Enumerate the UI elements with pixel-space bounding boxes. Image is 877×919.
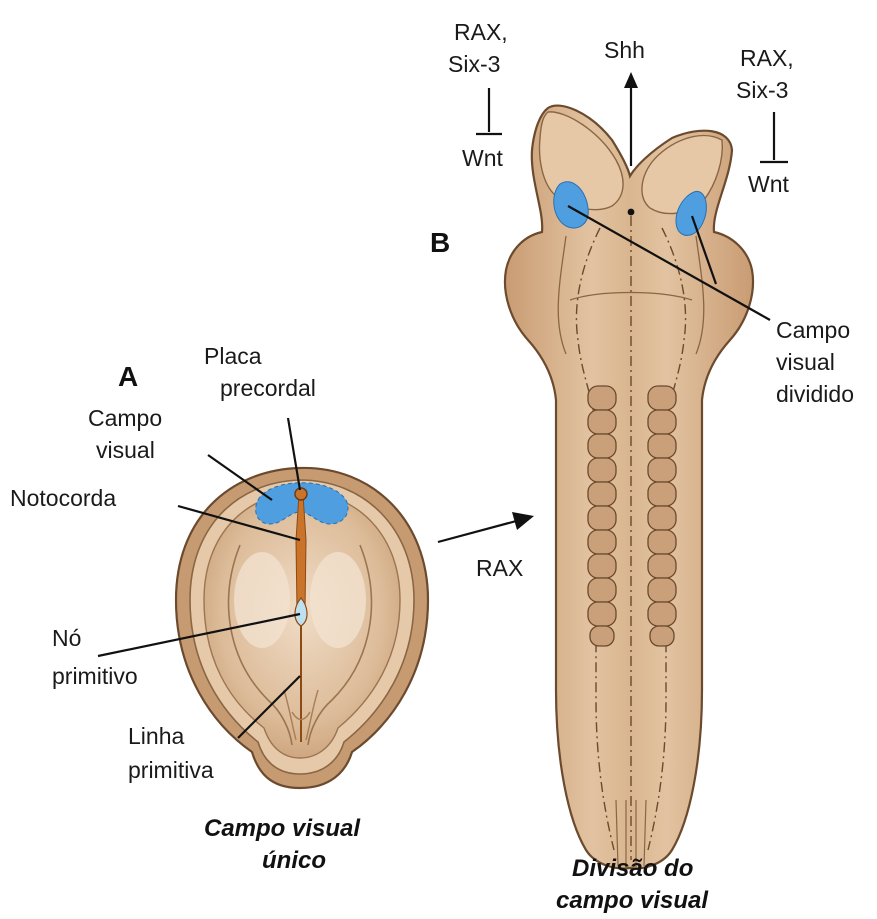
label-rax-left-line1: RAX, xyxy=(454,19,508,45)
label-no-line1: Nó xyxy=(52,625,81,651)
shh-arrow-head xyxy=(624,72,638,88)
label-placa-line1: Placa xyxy=(204,343,262,369)
label-linha-line2: primitiva xyxy=(128,757,214,783)
label-rax-left-line2: Six-3 xyxy=(448,51,500,77)
embryo-b-body xyxy=(505,106,753,869)
label-campo-b-line1: Campo xyxy=(776,317,850,343)
label-rax-right-line2: Six-3 xyxy=(736,77,788,103)
notochord xyxy=(296,494,306,612)
label-campo-b-line3: dividido xyxy=(776,381,854,407)
transition-arrow-line xyxy=(438,520,520,542)
label-no-line2: primitivo xyxy=(52,663,138,689)
label-rax-right-line1: RAX, xyxy=(740,45,794,71)
caption-b-line2: campo visual xyxy=(556,887,709,914)
label-linha-line1: Linha xyxy=(128,723,184,749)
caption-a-line2: único xyxy=(262,847,326,874)
label-campo-b-line2: visual xyxy=(776,349,835,375)
label-wnt-left: Wnt xyxy=(462,145,504,171)
label-wnt-right: Wnt xyxy=(748,171,790,197)
label-transition-rax: RAX xyxy=(476,555,523,581)
label-notocorda: Notocorda xyxy=(10,485,116,511)
caption-a-line1: Campo visual xyxy=(204,815,361,842)
oral-point xyxy=(628,209,635,216)
label-campo-a-line2: visual xyxy=(96,437,155,463)
transition-arrow-head xyxy=(512,512,534,530)
label-campo-a-line1: Campo xyxy=(88,405,162,431)
embryo-b xyxy=(505,106,753,869)
panel-letter-a: A xyxy=(118,361,138,392)
somites-right xyxy=(648,386,676,646)
embryo-a-light-left xyxy=(234,552,290,648)
somites-left xyxy=(588,386,616,646)
label-shh: Shh xyxy=(604,37,645,63)
panel-letter-b: B xyxy=(430,227,450,258)
caption-b-line1: Divisão do xyxy=(572,855,693,882)
label-placa-line2: precordal xyxy=(220,375,316,401)
embryo-a-light-right xyxy=(310,552,366,648)
